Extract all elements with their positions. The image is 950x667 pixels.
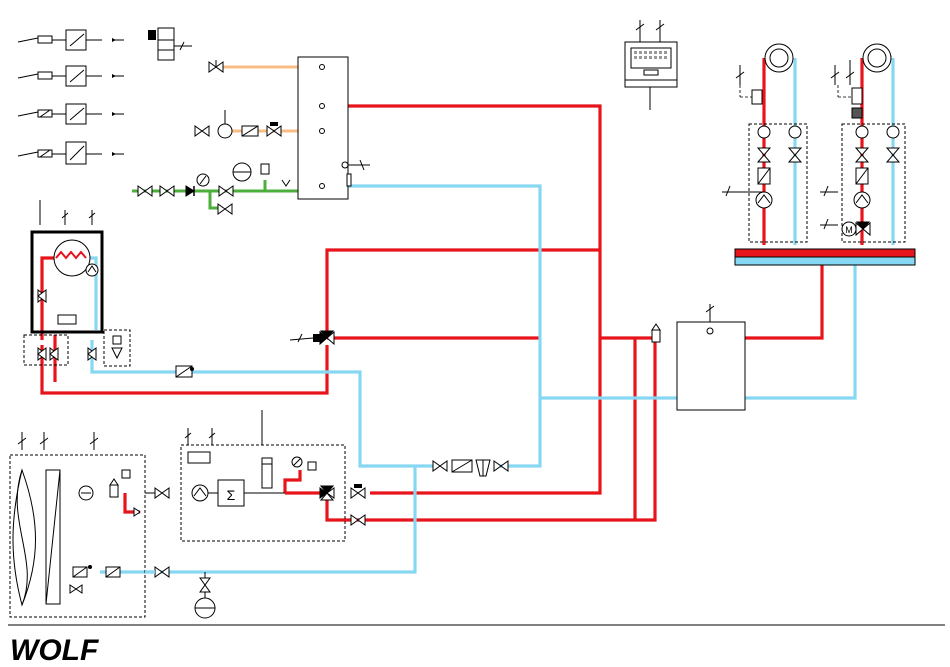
safety-group	[88, 330, 130, 366]
three-way-valve-icon	[290, 331, 334, 344]
sum-label: Σ	[227, 487, 236, 503]
expansion-vessel-icon	[195, 572, 215, 618]
ventilation-unit	[10, 432, 145, 617]
boiler-icon	[24, 200, 102, 365]
heating-flow-pipes	[42, 58, 862, 520]
dhw-fittings	[195, 60, 281, 138]
storage-tank-icon	[298, 57, 370, 199]
heat-meter-icon	[176, 366, 194, 377]
cold-water-fittings	[138, 163, 290, 214]
motor-label: M	[845, 225, 853, 235]
sensor-legend	[18, 28, 192, 164]
controller-icon	[625, 20, 677, 110]
wolf-logo: WOLF	[10, 634, 99, 667]
ventilation-valves	[145, 488, 169, 577]
buffer-tank-icon	[652, 304, 745, 410]
manifold	[735, 249, 915, 265]
return-line-fittings	[433, 460, 508, 476]
logo-text: WOLF	[10, 634, 99, 667]
